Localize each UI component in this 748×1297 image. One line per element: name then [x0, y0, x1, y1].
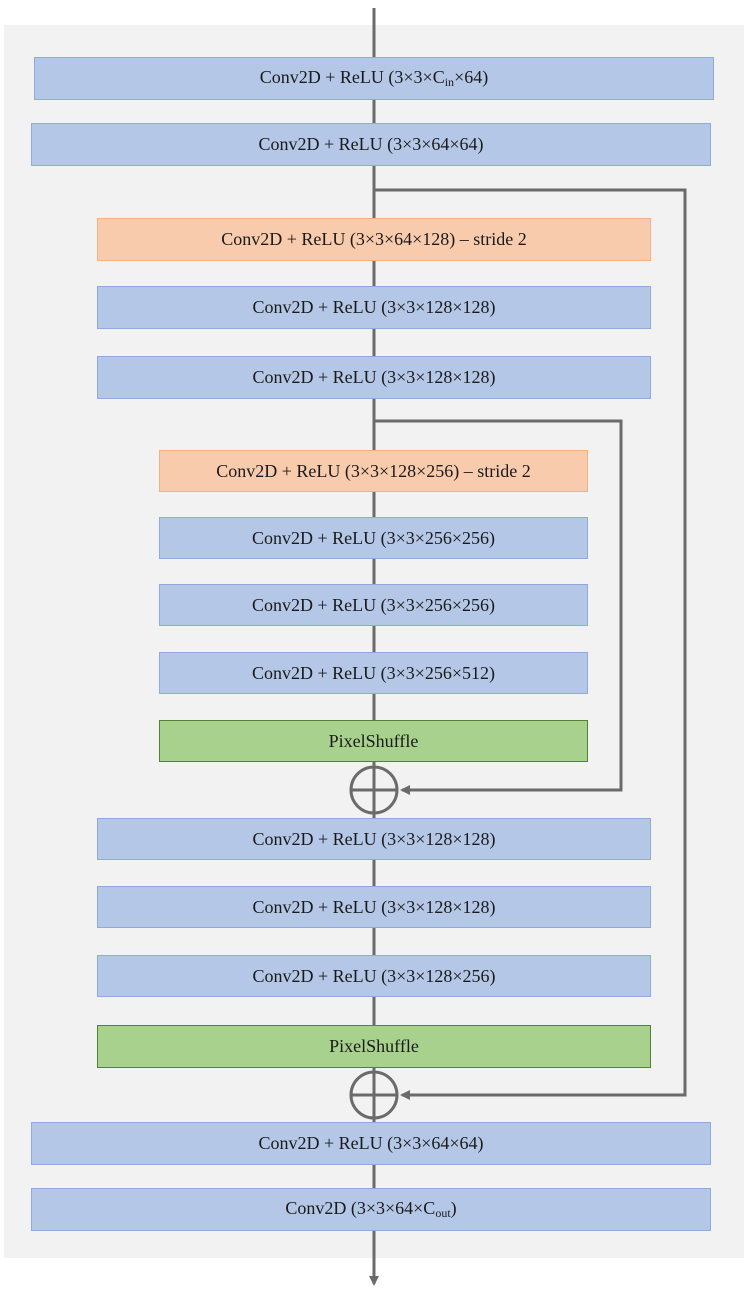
block-label: Conv2D + ReLU (3×3×128×128) — [252, 828, 496, 849]
stride-conv-block-3: Conv2D + ReLU (3×3×64×128) – stride 2 — [97, 218, 651, 261]
outer-skip-connection — [374, 188, 687, 1100]
conv-layer-block-7: Conv2D + ReLU (3×3×256×256) — [159, 517, 588, 559]
block-label: Conv2D + ReLU (3×3×64×64) — [258, 134, 484, 154]
conv-layer-block-11: Conv2D + ReLU (3×3×128×128) — [97, 818, 651, 860]
block-label: Conv2D + ReLU (3×3×64×128) – stride 2 — [221, 229, 527, 249]
block-label: Conv2D + ReLU (3×3×128×128) — [252, 297, 496, 317]
conv-layer-block-9: Conv2D + ReLU (3×3×256×512) — [159, 652, 588, 694]
block-label: PixelShuffle — [329, 1036, 419, 1056]
block-label: Conv2D + ReLU (3×3×256×256) — [251, 527, 496, 548]
block-label: Conv2D + ReLU (3×3×Cin×64) — [259, 67, 489, 89]
conv-layer-block-5: Conv2D + ReLU (3×3×128×128) — [97, 356, 651, 399]
pixelshuffle-block-10: PixelShuffle — [159, 720, 588, 762]
pixelshuffle-block-14: PixelShuffle — [97, 1025, 651, 1068]
block-label: Conv2D + ReLU (3×3×128×128) — [252, 896, 496, 917]
block-label: Conv2D + ReLU (3×3×128×128) — [252, 367, 496, 387]
conv-layer-block-1: Conv2D + ReLU (3×3×Cin×64) — [34, 57, 714, 100]
block-label: PixelShuffle — [328, 730, 419, 751]
circle-plus-icon — [349, 1070, 399, 1120]
stride-conv-block-6: Conv2D + ReLU (3×3×128×256) – stride 2 — [159, 450, 588, 492]
conv-layer-block-8: Conv2D + ReLU (3×3×256×256) — [159, 584, 588, 626]
conv-layer-block-4: Conv2D + ReLU (3×3×128×128) — [97, 286, 651, 329]
block-label: Conv2D + ReLU (3×3×128×256) — [252, 965, 496, 986]
inner-skip-connection — [374, 419, 623, 795]
block-label: Conv2D + ReLU (3×3×128×256) – stride 2 — [216, 460, 531, 481]
block-label: Conv2D + ReLU (3×3×64×64) — [258, 1133, 484, 1153]
block-label: Conv2D (3×3×64×Cout) — [285, 1198, 457, 1220]
conv-layer-block-13: Conv2D + ReLU (3×3×128×256) — [97, 955, 651, 997]
conv-layer-block-16: Conv2D (3×3×64×Cout) — [31, 1188, 711, 1231]
circle-plus-icon — [349, 765, 399, 815]
conv-layer-block-15: Conv2D + ReLU (3×3×64×64) — [31, 1122, 711, 1165]
block-label: Conv2D + ReLU (3×3×256×512) — [251, 662, 496, 683]
conv-layer-block-12: Conv2D + ReLU (3×3×128×128) — [97, 886, 651, 928]
conv-layer-block-2: Conv2D + ReLU (3×3×64×64) — [31, 123, 711, 166]
block-label: Conv2D + ReLU (3×3×256×256) — [251, 594, 496, 615]
